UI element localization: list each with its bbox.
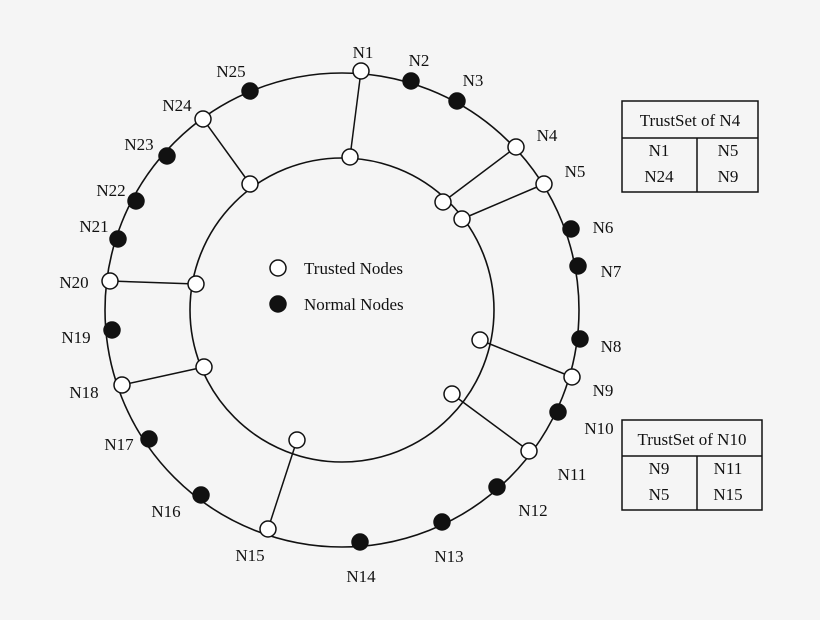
node-n3-normal: [448, 92, 466, 110]
node-n11-trusted: [520, 442, 538, 460]
node-n23-normal: [158, 147, 176, 165]
inner-trusted-node: [341, 148, 359, 166]
node-n6-normal: [562, 220, 580, 238]
inner-trusted-node: [453, 210, 471, 228]
inner-trusted-node: [288, 431, 306, 449]
node-label-n12: N12: [518, 501, 547, 520]
node-label-n13: N13: [434, 547, 463, 566]
legend: Trusted Nodes Normal Nodes: [269, 259, 404, 314]
node-n25-normal: [241, 82, 259, 100]
node-label-n17: N17: [104, 435, 134, 454]
node-label-n3: N3: [463, 71, 484, 90]
trust-link-n11: [451, 393, 530, 452]
node-label-n14: N14: [346, 567, 376, 586]
trust-links: [109, 70, 573, 530]
trust-link-n15: [267, 439, 298, 530]
inner-trusted-node: [443, 385, 461, 403]
node-label-n19: N19: [61, 328, 90, 347]
trust-link-n24: [202, 118, 251, 185]
node-label-n15: N15: [235, 546, 264, 565]
trust-link-n9: [479, 339, 573, 378]
node-n5-trusted: [535, 175, 553, 193]
trustset-n10-cell: N15: [713, 485, 742, 504]
node-label-n9: N9: [593, 381, 614, 400]
node-n19-normal: [103, 321, 121, 339]
node-n12-normal: [488, 478, 506, 496]
trustset-n4-cell: N1: [649, 141, 670, 160]
node-n15-trusted: [259, 520, 277, 538]
inner-trusted-node: [471, 331, 489, 349]
trustset-n10-title: TrustSet of N10: [638, 430, 747, 449]
node-label-n22: N22: [96, 181, 125, 200]
legend-trusted-label: Trusted Nodes: [304, 259, 403, 278]
inner-trusted-node: [241, 175, 259, 193]
node-label-n7: N7: [601, 262, 622, 281]
trustset-table-n4: TrustSet of N4 N1 N5 N24 N9: [621, 100, 759, 193]
node-label-n1: N1: [353, 43, 374, 62]
node-label-n24: N24: [162, 96, 192, 115]
node-n24-trusted: [194, 110, 212, 128]
trust-link-n18: [121, 366, 205, 386]
node-n1-trusted: [352, 62, 370, 80]
node-n13-normal: [433, 513, 451, 531]
node-label-n8: N8: [601, 337, 622, 356]
inner-trusted-node: [187, 275, 205, 293]
trust-link-n4: [442, 146, 517, 203]
node-label-n18: N18: [69, 383, 98, 402]
trustset-n10-cell: N11: [714, 459, 743, 478]
node-label-n10: N10: [584, 419, 613, 438]
node-n14-normal: [351, 533, 369, 551]
node-n16-normal: [192, 486, 210, 504]
node-label-n20: N20: [59, 273, 88, 292]
legend-normal-marker: [269, 295, 287, 313]
trust-link-n1: [349, 70, 362, 158]
node-n8-normal: [571, 330, 589, 348]
node-label-n23: N23: [124, 135, 153, 154]
node-n7-normal: [569, 257, 587, 275]
node-n17-normal: [140, 430, 158, 448]
inner-ring-nodes: [187, 148, 489, 449]
node-n18-trusted: [113, 376, 131, 394]
node-label-n21: N21: [79, 217, 108, 236]
node-n21-normal: [109, 230, 127, 248]
node-n9-trusted: [563, 368, 581, 386]
node-n2-normal: [402, 72, 420, 90]
node-label-n16: N16: [151, 502, 180, 521]
outer-ring: [104, 72, 580, 548]
trustset-n10-cell: N5: [649, 485, 670, 504]
node-label-n25: N25: [216, 62, 245, 81]
node-label-n5: N5: [565, 162, 586, 181]
inner-trusted-node: [434, 193, 452, 211]
trust-link-n5: [461, 183, 545, 220]
node-label-n2: N2: [409, 51, 430, 70]
inner-trusted-node: [195, 358, 213, 376]
trust-link-n20: [109, 280, 197, 285]
node-n20-trusted: [101, 272, 119, 290]
trustset-n10-cell: N9: [649, 459, 670, 478]
node-n22-normal: [127, 192, 145, 210]
outer-ring-nodes: [101, 62, 589, 551]
trustset-n4-title: TrustSet of N4: [640, 111, 741, 130]
node-label-n6: N6: [593, 218, 614, 237]
node-label-n11: N11: [558, 465, 587, 484]
legend-normal-label: Normal Nodes: [304, 295, 404, 314]
trustset-n4-cell: N5: [718, 141, 739, 160]
node-n4-trusted: [507, 138, 525, 156]
node-n10-normal: [549, 403, 567, 421]
node-label-n4: N4: [537, 126, 558, 145]
trustset-n4-cell: N9: [718, 167, 739, 186]
legend-trusted-marker: [269, 259, 287, 277]
trustset-table-n10: TrustSet of N10 N9 N11 N5 N15: [621, 419, 763, 511]
trustset-n4-cell: N24: [644, 167, 674, 186]
